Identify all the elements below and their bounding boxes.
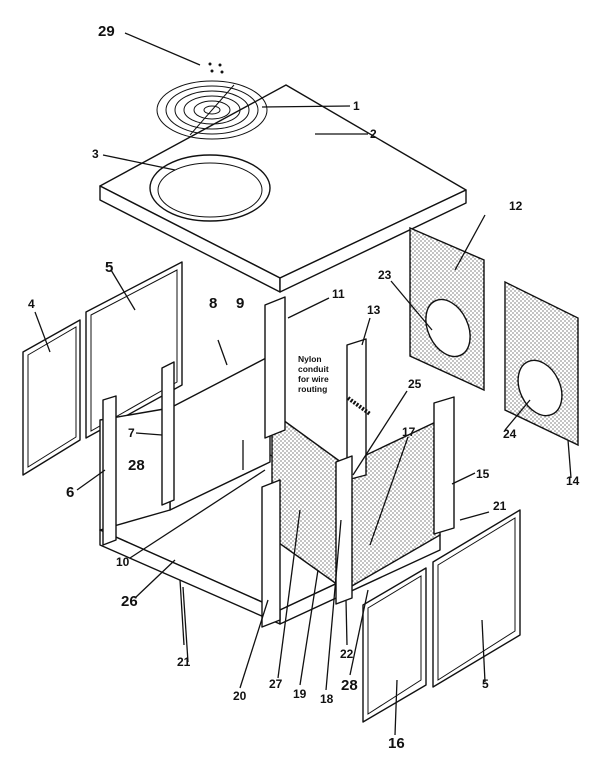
post-18 (335, 455, 353, 605)
label-29: 29 (98, 23, 115, 40)
label-15: 15 (476, 467, 490, 481)
svg-text:routing: routing (298, 384, 327, 394)
label-3: 3 (92, 147, 99, 161)
panel-4 (22, 319, 81, 476)
label-14: 14 (566, 474, 580, 488)
label-8: 8 (209, 295, 217, 312)
label-28a: 28 (128, 457, 145, 474)
label-13: 13 (367, 303, 381, 317)
panel-16 (362, 567, 427, 723)
label-21a: 21 (177, 655, 191, 669)
fan-guard-part (156, 80, 268, 140)
svg-text:conduit: conduit (298, 364, 329, 374)
panel-12 (409, 226, 485, 392)
label-1: 1 (353, 99, 360, 113)
label-10: 10 (116, 555, 130, 569)
panel-5 (85, 261, 183, 439)
part-labels: 29 1 2 3 4 5 8 9 11 13 12 23 7 28 6 10 2… (28, 23, 580, 752)
label-27: 27 (269, 677, 283, 691)
panel-14 (504, 280, 579, 447)
label-26: 26 (121, 593, 138, 610)
label-18: 18 (320, 692, 334, 706)
label-28b: 28 (341, 677, 358, 694)
label-20: 20 (233, 689, 247, 703)
label-21b: 21 (493, 499, 507, 513)
label-24: 24 (503, 427, 517, 441)
post-15 (433, 396, 455, 535)
svg-text:Nylon: Nylon (298, 354, 322, 364)
label-23: 23 (378, 268, 392, 282)
label-7: 7 (128, 426, 135, 440)
panel-5-lower (432, 509, 521, 688)
label-5b: 5 (482, 677, 489, 691)
label-16: 16 (388, 735, 405, 752)
svg-text:for wire: for wire (298, 374, 329, 384)
post-6 (102, 395, 117, 546)
top-cover-part (99, 84, 467, 293)
conduit-note: Nylon conduit for wire routing (298, 354, 329, 394)
label-5: 5 (105, 259, 113, 276)
leader-lines (34, 32, 572, 736)
label-2: 2 (370, 127, 377, 141)
post-13 (346, 338, 367, 481)
label-11: 11 (332, 287, 345, 301)
label-9: 9 (236, 295, 244, 312)
label-22: 22 (340, 647, 354, 661)
label-12: 12 (509, 199, 523, 213)
nylon-conduit (346, 396, 372, 416)
label-19: 19 (293, 687, 307, 701)
screws-part (208, 62, 224, 74)
label-4: 4 (28, 297, 35, 311)
post-11 (264, 296, 286, 439)
label-6: 6 (66, 484, 74, 501)
post-7 (161, 361, 175, 506)
post-20 (261, 479, 281, 628)
label-25: 25 (408, 377, 422, 391)
label-17: 17 (402, 425, 416, 439)
